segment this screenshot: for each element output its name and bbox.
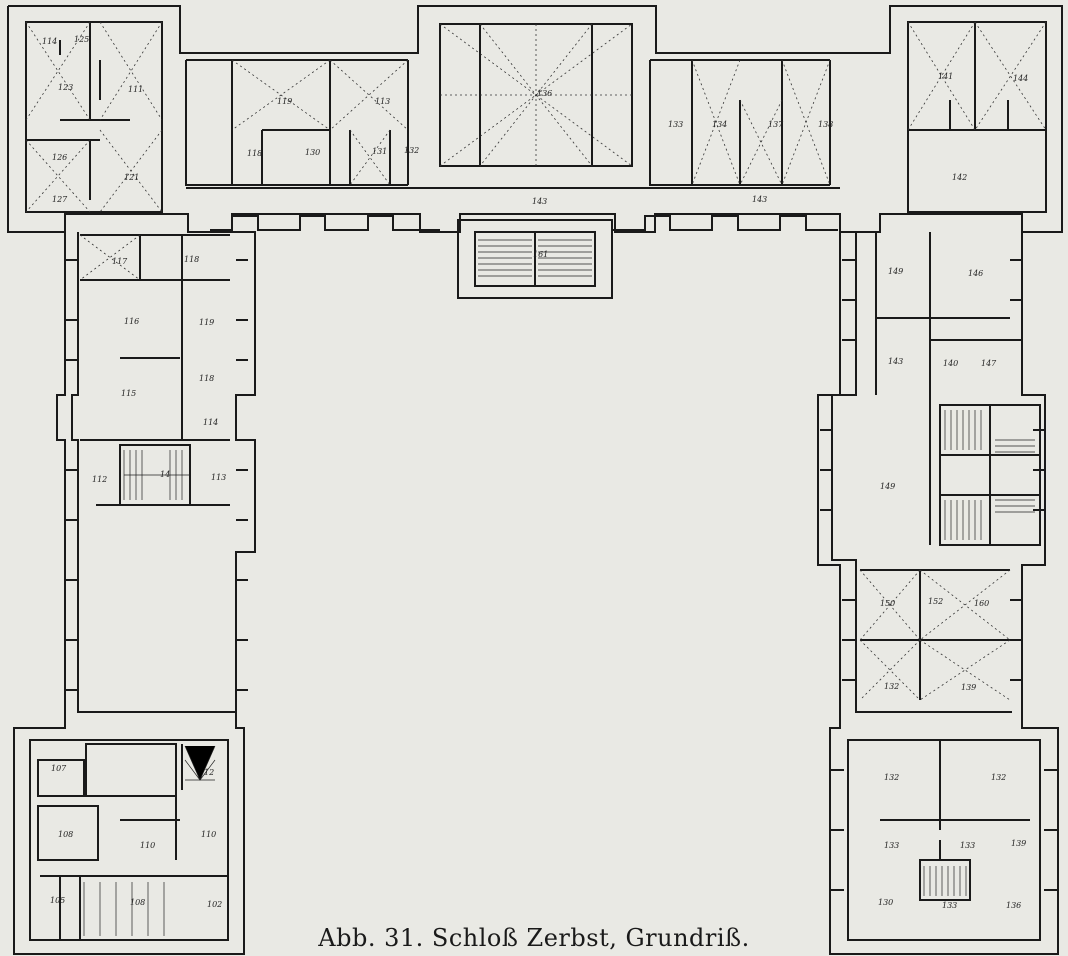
stair-tower-161 <box>457 219 613 299</box>
vaulting <box>25 21 1047 701</box>
room-number-label: 131 <box>372 147 387 156</box>
room-number-label: 139 <box>1011 839 1026 848</box>
vault-hall-136 <box>439 23 633 167</box>
room-number-label: 141 <box>938 72 953 81</box>
room-number-label: 130 <box>878 898 893 907</box>
north-wing-room-walls <box>185 23 840 189</box>
east-wing-outer-wall <box>817 232 1059 955</box>
room-number-label: 105 <box>50 896 65 905</box>
vault-east-lower <box>859 569 1011 701</box>
north-wing-inner-wall-2 <box>612 215 838 231</box>
room-number-label: 133 <box>668 120 683 129</box>
interior-walls <box>25 21 1047 941</box>
stair-sw-108 <box>83 882 165 936</box>
stair-se <box>923 866 967 896</box>
room-number-label: 127 <box>52 195 68 204</box>
se-tower-walls <box>847 739 1041 941</box>
room-number-label: 126 <box>52 153 67 162</box>
room-number-label: 119 <box>277 97 292 106</box>
room-number-label: 144 <box>1013 74 1028 83</box>
vault-north-rooms <box>231 59 409 186</box>
stair-east <box>944 410 1035 540</box>
room-number-label: 108 <box>130 898 145 907</box>
stair-14 <box>123 450 190 500</box>
room-number-label: 161 <box>533 250 548 259</box>
room-number-label: 117 <box>112 257 128 266</box>
room-number-label: 111 <box>128 85 143 94</box>
room-labels: 114 125 123 111 126 121 127 119 113 118 130 131 132 1… <box>42 35 1028 910</box>
room-number-label: 132 <box>884 773 899 782</box>
room-number-label: 118 <box>247 149 262 158</box>
room-number-label: 139 <box>961 683 976 692</box>
room-number-label: 114 <box>42 37 57 46</box>
stairs <box>83 239 1035 936</box>
room-number-label: 160 <box>974 599 989 608</box>
room-number-label: 118 <box>184 255 199 264</box>
ne-tower-walls <box>907 21 1047 213</box>
west-wing-wall-notches <box>66 259 248 691</box>
east-wing-room-walls <box>860 232 1041 700</box>
west-wing-outer-wall <box>13 231 256 955</box>
stair-161 <box>478 239 592 277</box>
room-number-label: 12 <box>204 768 214 777</box>
vault-west-117 <box>79 234 141 281</box>
west-wing-inner-wall <box>71 232 236 713</box>
room-number-label: 152 <box>928 597 943 606</box>
room-number-label: 108 <box>58 830 73 839</box>
figure-caption: Abb. 31. Schloß Zerbst, Grundriß. <box>318 924 750 952</box>
room-number-label: 121 <box>124 173 139 182</box>
west-wing-room-walls <box>80 234 230 506</box>
room-number-label: 102 <box>207 900 222 909</box>
vault-north-east-rooms <box>691 59 831 186</box>
room-number-label: 143 <box>532 197 547 206</box>
room-number-label: 136 <box>1006 901 1021 910</box>
room-number-label: 123 <box>58 83 73 92</box>
room-number-label: 110 <box>201 830 216 839</box>
room-number-label: 136 <box>537 89 552 98</box>
room-number-label: 107 <box>51 764 67 773</box>
room-number-label: 143 <box>888 357 903 366</box>
north-wing-inner-wall <box>210 215 440 231</box>
room-number-label: 134 <box>712 120 727 129</box>
room-number-label: 137 <box>768 120 784 129</box>
room-number-label: 132 <box>404 146 419 155</box>
nw-tower-walls <box>25 21 163 213</box>
room-number-label: 149 <box>888 267 903 276</box>
east-wing-inner-wall <box>831 232 1012 713</box>
room-number-label: 133 <box>884 841 899 850</box>
room-number-label: 113 <box>211 473 226 482</box>
room-number-label: 118 <box>199 374 214 383</box>
room-number-label: 140 <box>943 359 958 368</box>
room-number-label: 133 <box>960 841 975 850</box>
room-number-label: 146 <box>968 269 983 278</box>
room-number-label: 125 <box>74 35 89 44</box>
stair-sw-spiral <box>184 745 216 781</box>
room-number-label: 147 <box>981 359 997 368</box>
room-number-label: 116 <box>124 317 139 326</box>
room-number-label: 130 <box>305 148 320 157</box>
sw-tower-walls <box>29 739 229 941</box>
room-number-label: 110 <box>140 841 155 850</box>
room-number-label: 119 <box>199 318 214 327</box>
room-number-label: 132 <box>991 773 1006 782</box>
room-number-label: 114 <box>203 418 218 427</box>
room-number-label: 132 <box>884 682 899 691</box>
room-number-label: 149 <box>880 482 895 491</box>
outer-walls <box>7 5 1063 955</box>
north-wing-outer-wall <box>7 5 1063 233</box>
room-number-label: 14 <box>160 470 170 479</box>
room-number-label: 138 <box>818 120 833 129</box>
vault-nw-tower <box>25 21 163 213</box>
room-number-label: 133 <box>942 901 957 910</box>
room-number-label: 143 <box>752 195 767 204</box>
room-number-label: 115 <box>121 389 136 398</box>
room-number-label: 112 <box>92 475 107 484</box>
room-number-label: 113 <box>375 97 390 106</box>
room-number-label: 150 <box>880 599 895 608</box>
room-number-label: 142 <box>952 173 967 182</box>
